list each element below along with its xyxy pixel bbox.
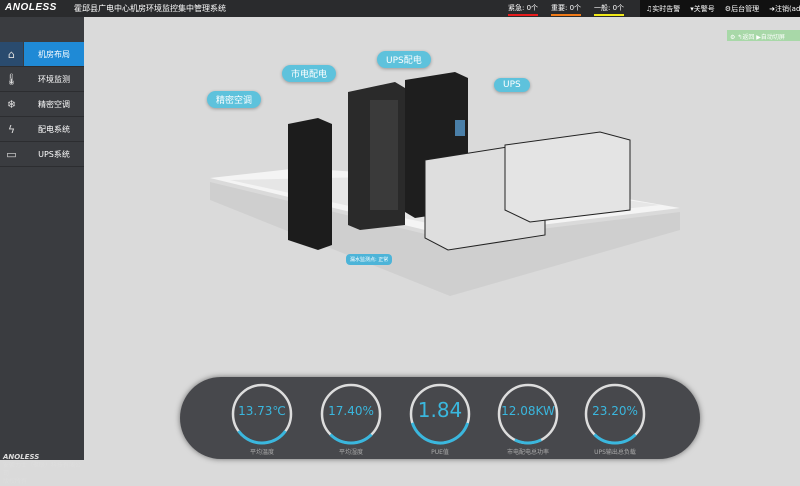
- page-title: 霍邱县广电中心机房环境监控集中管理系统: [74, 4, 226, 13]
- sidebar-item-environment[interactable]: 🌡︎环境监测: [0, 67, 84, 92]
- alarm-urgent[interactable]: 紧急: 0个: [508, 3, 539, 16]
- battery-rack: [504, 131, 631, 223]
- alarm-important[interactable]: 重要: 0个: [551, 3, 582, 16]
- toolbar: ⚙ ↰返回 ▶自动切屏: [727, 30, 800, 41]
- home-icon: ⌂: [0, 42, 23, 66]
- callout-aircon[interactable]: 精密空调: [207, 91, 262, 108]
- gauge-fill-arc: [231, 383, 293, 445]
- callout-mains-power[interactable]: 市电配电: [282, 65, 337, 82]
- snowflake-icon: ❄: [6, 97, 17, 111]
- gauge-fill-arc: [320, 383, 382, 445]
- back-button[interactable]: 返回: [742, 34, 755, 41]
- logo: ANOLESS: [5, 2, 57, 13]
- gauge-humidity: 17.40%平均湿度: [316, 382, 386, 456]
- callout-ups-power[interactable]: UPS配电: [377, 51, 431, 68]
- thermometer-icon: 🌡︎: [4, 72, 19, 86]
- alarm-normal[interactable]: 一般: 0个: [594, 3, 625, 16]
- sidebar-item-ups[interactable]: ▭UPS系统: [0, 142, 84, 167]
- logout-link[interactable]: ➜注销(admin): [769, 4, 800, 13]
- room-illustration: [210, 72, 680, 296]
- header: ANOLESS 霍邱县广电中心机房环境监控集中管理系统 紧急: 0个 重要: 0…: [0, 0, 800, 17]
- gauge-fill-arc: [497, 383, 559, 445]
- sidebar-item-layout[interactable]: ⌂机房布局: [0, 42, 84, 67]
- aircon-cabinet: [288, 118, 332, 250]
- battery-icon: ▭: [6, 147, 17, 161]
- lightning-icon: ϟ: [7, 122, 16, 136]
- mute-link[interactable]: ▾关警号: [690, 4, 715, 13]
- sidebar-item-aircon[interactable]: ❄精密空调: [0, 92, 84, 117]
- gauge-ups-load: 23.20%UPS输出总负载: [580, 382, 650, 456]
- callout-ups[interactable]: UPS: [494, 78, 530, 92]
- realtime-alarm-link[interactable]: ♫实时告警: [646, 4, 681, 13]
- auto-switch-button[interactable]: 自动切屏: [760, 34, 785, 41]
- admin-link[interactable]: ⚙后台管理: [724, 4, 760, 13]
- gauge-fill-arc: [584, 383, 646, 445]
- leak-status-tip[interactable]: 漏水监测点: 正常: [346, 254, 393, 265]
